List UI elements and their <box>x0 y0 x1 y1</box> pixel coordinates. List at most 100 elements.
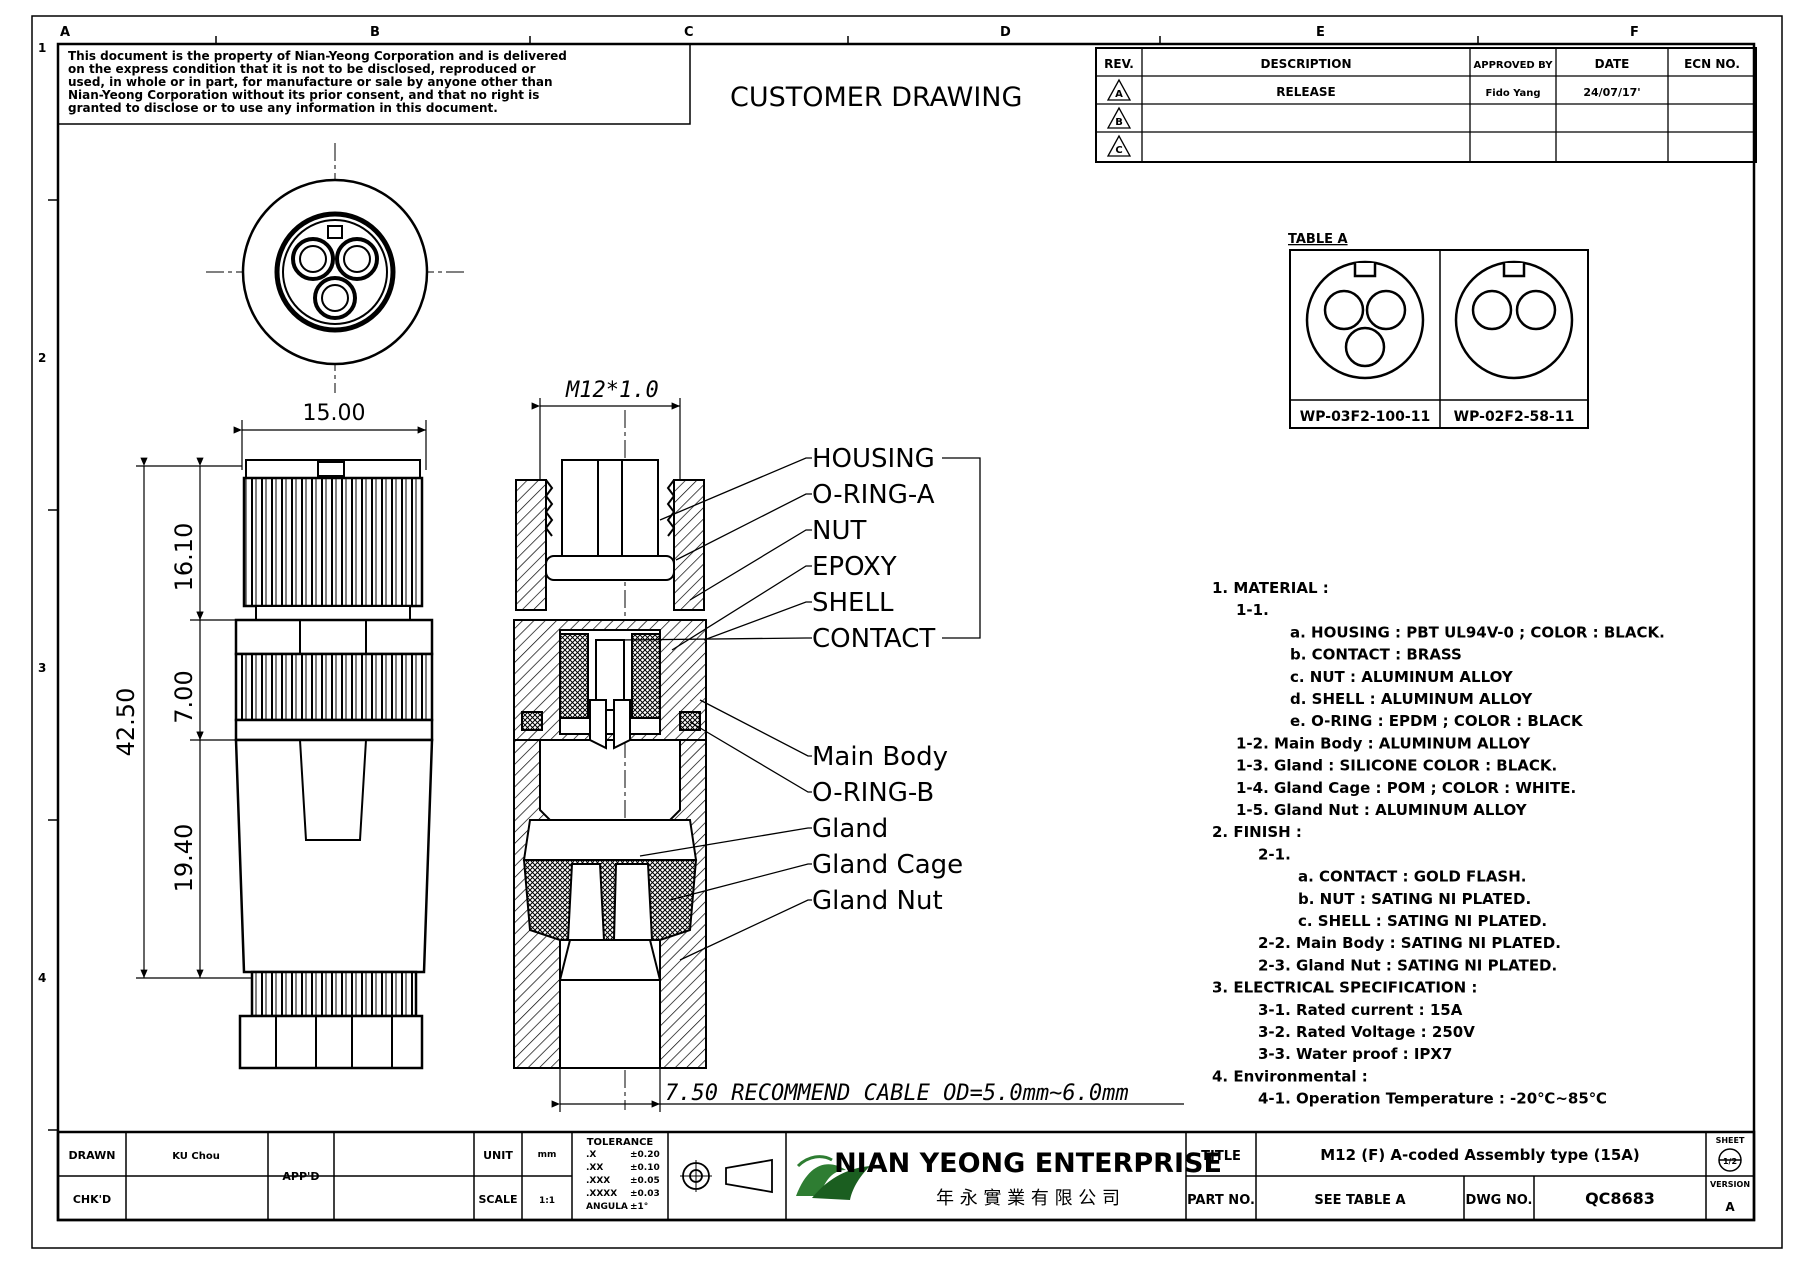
zone-row-4: 4 <box>38 971 46 985</box>
zone-col-b: B <box>370 25 380 40</box>
table-a-part-2: WP-02F2-58-11 <box>1454 409 1575 425</box>
tolerance-list: .X±0.20.XX±0.10.XXX±0.05.XXXX±0.03ANGULA… <box>586 1150 660 1212</box>
notice-line-3: used, in whole or in part, for manufactu… <box>68 75 553 89</box>
tolerance-value: ±1° <box>630 1202 648 1212</box>
zone-row-1: 1 <box>38 41 46 55</box>
callout-o-ring-a: O-RING-A <box>812 480 935 510</box>
rev-a-description: RELEASE <box>1276 85 1335 99</box>
callout-main-body: Main Body <box>812 742 948 772</box>
material-notes: 1. MATERIAL :1-1.a. HOUSING : PBT UL94V-… <box>1212 579 1665 1108</box>
callout-gland-nut: Gland Nut <box>812 886 943 916</box>
zone-col-f: F <box>1630 25 1639 40</box>
rev-a-label: A <box>1115 89 1123 100</box>
dim-width: 15.00 <box>303 401 366 426</box>
note-line: a. CONTACT : GOLD FLASH. <box>1298 868 1526 886</box>
dim-mid-length: 7.00 <box>170 670 198 723</box>
callout-o-ring-b: O-RING-B <box>812 778 934 808</box>
notice-line-2: on the express condition that it is not … <box>68 62 536 76</box>
note-line: b. NUT : SATING NI PLATED. <box>1298 890 1531 908</box>
dwg-no-label: DWG NO. <box>1466 1193 1533 1208</box>
rev-a-approved: Fido Yang <box>1485 88 1540 99</box>
note-line: 1-2. Main Body : ALUMINUM ALLOY <box>1236 734 1531 752</box>
note-line: d. SHELL : ALUMINUM ALLOY <box>1290 690 1533 708</box>
table-a-title: TABLE A <box>1288 232 1348 247</box>
unit-value: mm <box>538 1150 557 1160</box>
projection-symbol-icon <box>680 1158 773 1194</box>
tolerance-label: TOLERANCE <box>587 1137 654 1148</box>
table-a-2pin-face <box>1454 260 1574 380</box>
revision-table: REV. DESCRIPTION APPROVED BY DATE ECN NO… <box>1095 47 1757 163</box>
zone-col-a: A <box>60 25 70 40</box>
connector-cross-section <box>513 410 707 1110</box>
note-line: 3-1. Rated current : 15A <box>1258 1001 1463 1019</box>
note-line: 2-3. Gland Nut : SATING NI PLATED. <box>1258 956 1557 974</box>
note-line: 3-2. Rated Voltage : 250V <box>1258 1023 1475 1041</box>
dim-overall-length: 42.50 <box>112 688 140 757</box>
callout-housing: HOUSING <box>812 444 935 474</box>
dim-nut-length: 16.10 <box>170 523 198 592</box>
drawing-title: CUSTOMER DRAWING <box>730 82 1022 113</box>
tolerance-key: ANGULA <box>586 1202 628 1212</box>
version-label: VERSION <box>1710 1180 1750 1189</box>
note-line: 2-1. <box>1258 845 1291 863</box>
connector-face-view <box>206 143 464 393</box>
sheet-value: 1/2 <box>1723 1157 1737 1166</box>
title-value: M12 (F) A-coded Assembly type (15A) <box>1320 1146 1640 1164</box>
notice-line-5: granted to disclose or to use any inform… <box>68 101 498 115</box>
side-view-dimensions <box>136 420 427 979</box>
unit-label: UNIT <box>483 1149 513 1162</box>
drawn-label: DRAWN <box>69 1149 116 1162</box>
tolerance-key: .XXX <box>586 1176 610 1186</box>
tolerance-value: ±0.10 <box>630 1163 660 1173</box>
table-a-3pin-face <box>1305 260 1425 380</box>
drawn-value: KU Chou <box>172 1151 220 1162</box>
appd-label: APP'D <box>282 1170 319 1183</box>
note-line: c. NUT : ALUMINUM ALLOY <box>1290 668 1514 686</box>
callout-leaders <box>619 457 981 961</box>
dim-thread: M12*1.0 <box>565 378 659 403</box>
connector-side-view <box>234 459 434 1070</box>
note-line: c. SHELL : SATING NI PLATED. <box>1298 912 1547 930</box>
callout-gland-cage: Gland Cage <box>812 850 963 880</box>
note-line: 1. MATERIAL : <box>1212 579 1329 597</box>
tolerance-key: .XX <box>586 1163 603 1173</box>
zone-col-e: E <box>1316 25 1325 40</box>
note-line: 1-3. Gland : SILICONE COLOR : BLACK. <box>1236 757 1557 775</box>
company-name: NIAN YEONG ENTERPRISE <box>834 1148 1222 1179</box>
part-no-label: PART NO. <box>1187 1193 1255 1208</box>
note-line: 1-1. <box>1236 601 1269 619</box>
rev-a-date: 24/07/17' <box>1583 86 1640 99</box>
callout-labels: HOUSING O-RING-A NUT EPOXY SHELL CONTACT… <box>812 444 963 916</box>
table-a: TABLE A WP-03F2-100-11 WP-02F2-58-11 <box>1288 232 1589 429</box>
outer-border <box>31 15 1783 1249</box>
callout-nut: NUT <box>812 516 866 546</box>
note-line: b. CONTACT : BRASS <box>1290 646 1462 664</box>
dim-cable: 7.50 RECOMMEND CABLE OD=5.0mm~6.0mm <box>665 1081 1129 1106</box>
note-line: 4-1. Operation Temperature : -20℃~85℃ <box>1258 1090 1607 1108</box>
chkd-label: CHK'D <box>73 1193 111 1206</box>
company-logo-icon <box>796 1155 870 1200</box>
note-line: e. O-RING : EPDM ; COLOR : BLACK <box>1290 712 1584 730</box>
approved-by-header: APPROVED BY <box>1474 60 1554 71</box>
rev-b-label: B <box>1115 117 1123 128</box>
dwg-no-value: QC8683 <box>1585 1189 1655 1208</box>
rev-b-row: B <box>1106 106 1132 129</box>
title-label: TITLE <box>1201 1149 1241 1164</box>
zone-col-d: D <box>1000 25 1011 40</box>
rev-a-row: A RELEASE Fido Yang 24/07/17' <box>1106 78 1641 101</box>
table-a-part-1: WP-03F2-100-11 <box>1300 409 1430 425</box>
zone-labels: A B C D E F 1 2 3 4 <box>38 25 1639 1131</box>
note-line: 3-3. Water proof : IPX7 <box>1258 1045 1452 1063</box>
callout-gland: Gland <box>812 814 888 844</box>
ecn-header: ECN NO. <box>1684 57 1740 71</box>
notice-line-1: This document is the property of Nian-Ye… <box>68 49 567 63</box>
note-line: 1-5. Gland Nut : ALUMINUM ALLOY <box>1236 801 1528 819</box>
dim-body-length: 19.40 <box>170 824 198 893</box>
rev-c-label: C <box>1115 145 1122 156</box>
section-dimensions <box>531 398 1184 1112</box>
part-no-value: SEE TABLE A <box>1314 1193 1405 1208</box>
company-name-cn: 年 永 實 業 有 限 公 司 <box>936 1188 1120 1209</box>
rev-header: REV. <box>1104 57 1134 71</box>
rev-c-row: C <box>1106 134 1132 157</box>
